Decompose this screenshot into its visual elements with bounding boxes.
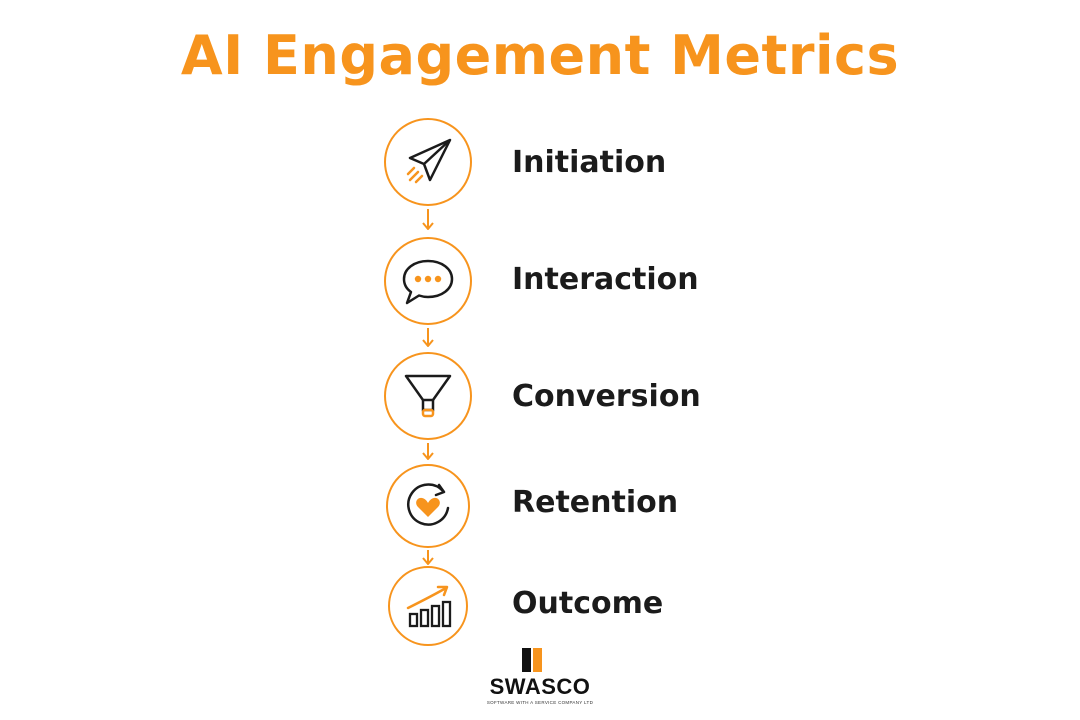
heart-refresh-icon <box>407 483 450 526</box>
arrow-down-icon <box>422 443 434 460</box>
chat-bubble-icon <box>402 259 454 305</box>
step-label-initiation: Initiation <box>512 145 667 180</box>
interaction-circle <box>384 237 472 325</box>
logo-mark-icon <box>522 648 542 672</box>
funnel-icon <box>404 374 452 418</box>
step-label-retention: Retention <box>512 485 679 520</box>
logo-tagline: SOFTWARE WITH A SERVICE COMPANY LTD <box>486 700 594 705</box>
outcome-circle <box>388 566 468 646</box>
brand-logo: SWASCO SOFTWARE WITH A SERVICE COMPANY L… <box>470 644 610 710</box>
growth-chart-icon <box>406 585 452 628</box>
logo-name: SWASCO <box>489 674 591 699</box>
retention-circle <box>386 464 470 548</box>
conversion-circle <box>384 352 472 440</box>
step-label-interaction: Interaction <box>512 262 699 297</box>
step-label-outcome: Outcome <box>512 586 664 621</box>
step-label-conversion: Conversion <box>512 379 701 414</box>
arrow-down-icon <box>422 328 434 347</box>
initiation-circle <box>384 118 472 206</box>
arrow-down-icon <box>422 209 434 230</box>
arrow-down-icon <box>422 550 434 565</box>
paper-plane-icon <box>406 138 452 184</box>
page-title: AI Engagement Metrics <box>180 24 900 87</box>
